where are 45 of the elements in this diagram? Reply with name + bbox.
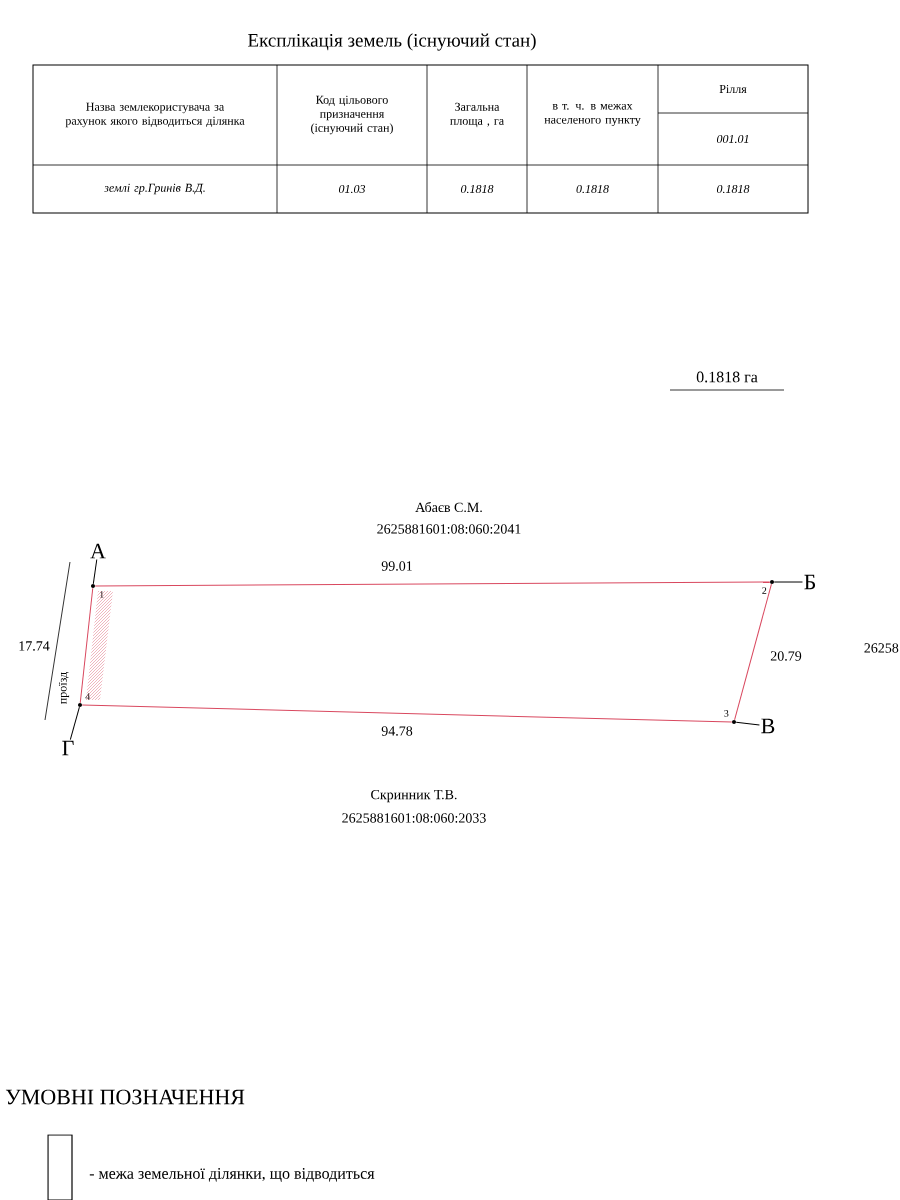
edge-label: 99.01 [380, 560, 414, 572]
tick-line [92, 558, 98, 585]
column-header: Назва землекористувача за рахунок якого відводиться ділянка [65, 102, 245, 128]
vertex-point [770, 580, 774, 584]
cadastral-number: 2625881601:08:060:2041 [377, 524, 521, 534]
boundary-line [81, 704, 733, 723]
neighbour-name: Абаєв С.М. [415, 501, 482, 513]
vertex-point [732, 720, 736, 724]
neighbour-name: Скринник Т.В. [371, 789, 457, 803]
area-label: 0.1818 га [696, 371, 758, 383]
vertex-number: 2 [762, 587, 767, 594]
edge-label: 17.74 [17, 640, 51, 652]
boundary-line [734, 583, 772, 721]
corner-letter: Б [804, 574, 816, 590]
column-header: Рілля [719, 84, 747, 94]
legend-heading: УМОВНІ ПОЗНАЧЕННЯ [5, 1089, 245, 1105]
cell-value: 0.1818 [576, 184, 609, 194]
column-header: Код цільового призначення (існуючий стан) [311, 95, 393, 135]
corner-letter: А [90, 543, 106, 559]
vertex-number: 1 [100, 591, 104, 598]
cadastral-number: 26258 [864, 643, 899, 653]
tick-line [735, 721, 760, 726]
edge-label: 94.78 [380, 725, 414, 737]
road-label: проїзд [58, 672, 70, 704]
vertex-number: 4 [85, 693, 91, 700]
corner-letter: Г [62, 740, 74, 756]
tick-line [773, 581, 803, 583]
column-header: Загальна площа , га [450, 102, 504, 128]
cadastral-number: 2625881601:08:060:2033 [342, 813, 486, 823]
cell-value: 01.03 [338, 184, 366, 194]
column-header: в т. ч. в межах населеного пункту [544, 103, 641, 127]
vertex-point [78, 703, 82, 707]
tick-line [69, 706, 80, 741]
cell-value: землі гр.Гринів В.Д. [104, 183, 205, 195]
cell-value: 001.01 [717, 134, 749, 144]
boundary-line [94, 581, 771, 587]
cell-value: 0.1818 [717, 184, 750, 194]
vertex-number: 3 [724, 710, 729, 717]
cell-value: 0.1818 [461, 184, 494, 194]
table-title: Експлікація земель (існуючий стан) [248, 33, 536, 51]
corner-letter: В [761, 718, 775, 734]
legend-text: - межа земельної ділянки, що відводиться [89, 1168, 375, 1182]
vertex-point [91, 584, 95, 588]
boundary-line [79, 587, 94, 704]
edge-label: 20.79 [769, 650, 803, 662]
